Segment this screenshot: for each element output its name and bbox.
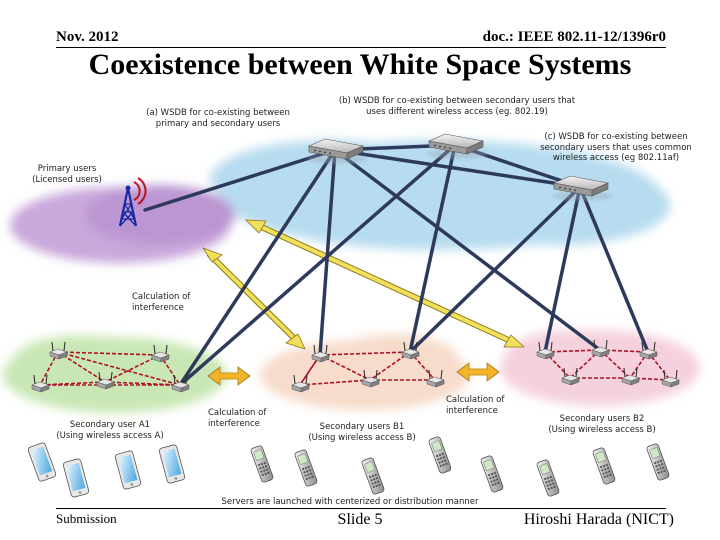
mobile-phone-icon [114,450,142,490]
header-date: Nov. 2012 [56,29,119,45]
header-rule [56,47,666,48]
access-point-icon [639,341,658,360]
mobile-phone-icon [294,449,318,487]
label-wsdb-c: (c) WSDB for co-existing between seconda… [540,132,692,164]
access-point-icon [561,367,580,386]
footer-submission: Submission [56,511,117,526]
access-point-icon [171,374,190,393]
mobile-phone-icon [62,458,90,498]
access-point-icon [361,369,380,388]
access-point-icon [31,374,50,393]
access-point-icon [96,371,115,390]
radio-tower-icon [118,177,147,227]
access-point-icon [401,341,420,360]
interference-arrow-primary-b1 [202,247,306,350]
mobile-phone-icon [27,442,57,482]
label-secondary-a1: Secondary user A1 (Using wireless access… [56,420,164,441]
header-doc-id: doc.: IEEE 802.11-12/1396r0 [482,29,666,45]
access-point-icon [291,374,310,393]
label-primary-users: Primary users (Licensed users) [32,164,102,185]
mobile-phone-icon [158,444,186,484]
access-point-icon [621,367,640,386]
mobile-phone-icon [250,445,274,483]
server-icon [307,138,367,164]
mobile-phone-icon [428,436,452,474]
access-point-icon [661,369,680,388]
footer-author: Hiroshi Harada (NICT) [523,511,674,528]
interference-arrow-primary-b2 [244,219,526,348]
access-point-icon [49,341,68,360]
access-points [31,339,680,393]
mesh-links [39,349,671,386]
label-servers-launch: Servers are launched with centerized or … [221,497,479,507]
access-point-icon [536,341,555,360]
mobile-phone-icon [536,459,560,497]
server-icon [552,175,612,201]
interference-arrows [202,219,526,386]
access-point-icon [151,344,170,363]
label-calc-interference-2: Calculation of interference [208,408,267,429]
servers [307,133,612,201]
access-point-icon [591,339,610,358]
label-secondary-b2: Secondary users B2 (Using wireless acces… [548,414,656,435]
server-icon [427,133,487,159]
mobile-phone-icon [646,443,670,481]
footer-slide-number: Slide 5 [337,511,383,528]
mobile-devices [27,436,670,498]
interference-arrow-b1-b2 [456,362,500,382]
label-secondary-b1: Secondary users B1 (Using wireless acces… [308,422,416,443]
access-point-icon [311,344,330,363]
interference-arrow-a1-b1 [207,366,251,386]
access-point-icon [426,369,445,388]
mobile-phone-icon [592,447,616,485]
label-wsdb-b: (b) WSDB for co-existing between seconda… [338,96,576,117]
mobile-phone-icon [480,455,504,493]
mobile-phone-icon [361,457,385,495]
label-calc-interference-1: Calculation of interference [132,292,191,313]
label-wsdb-a: (a) WSDB for co-existing between primary… [146,108,290,129]
label-calc-interference-3: Calculation of interference [446,395,505,416]
page-title: Coexistence between White Space Systems [88,48,632,81]
footer-rule [56,508,666,509]
